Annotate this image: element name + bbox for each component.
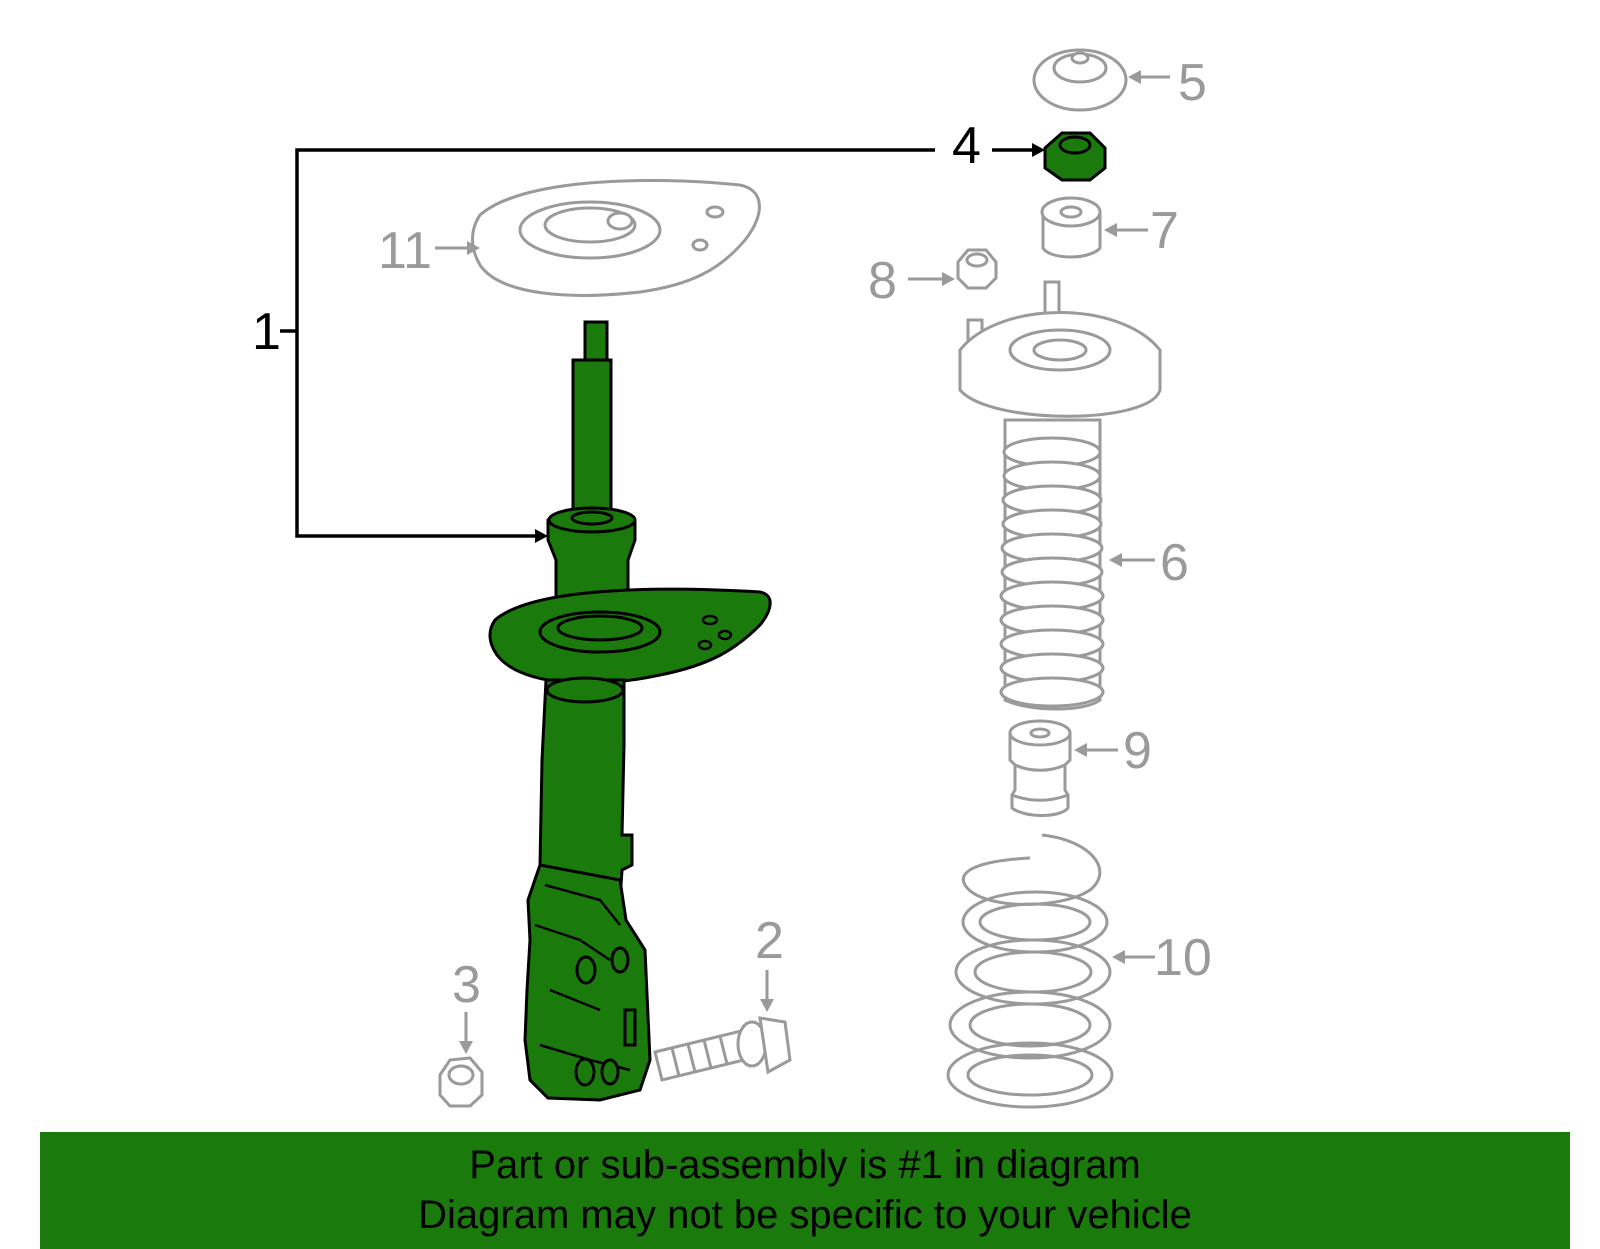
part-5-dust-cap[interactable] — [1032, 48, 1128, 112]
callout-4[interactable]: 4 — [952, 117, 981, 175]
part-10-coil-spring[interactable] — [946, 833, 1114, 1109]
part-6-strut-mount-bellows[interactable] — [958, 280, 1162, 711]
callout-11[interactable]: 11 — [378, 222, 432, 280]
callout-3[interactable]: 3 — [452, 956, 481, 1014]
callout-8[interactable]: 8 — [868, 252, 897, 310]
part-3-nut[interactable] — [438, 1056, 484, 1108]
part-4-nut[interactable] — [1043, 131, 1107, 182]
part-11-spring-insulator[interactable] — [471, 178, 761, 297]
leader-lines — [280, 70, 1170, 1054]
callout-2[interactable]: 2 — [755, 912, 784, 970]
callout-6[interactable]: 6 — [1160, 534, 1189, 592]
callout-labels: 1 2 3 4 5 6 7 8 9 10 11 — [252, 54, 1212, 1014]
callout-9[interactable]: 9 — [1123, 722, 1152, 780]
parts-diagram: 1 2 3 4 5 6 7 8 9 10 11 — [252, 48, 1212, 1109]
part-9-bump-stop[interactable] — [1008, 719, 1072, 817]
disclaimer-banner: Part or sub-assembly is #1 in diagram Di… — [40, 1132, 1570, 1249]
part-7-bushing[interactable] — [1040, 196, 1102, 259]
callout-1[interactable]: 1 — [252, 303, 281, 361]
callout-7[interactable]: 7 — [1150, 202, 1179, 260]
part-8-nut[interactable] — [956, 248, 998, 290]
callout-5[interactable]: 5 — [1178, 54, 1207, 112]
part-2-bolt[interactable] — [653, 1016, 792, 1082]
banner-line-1: Part or sub-assembly is #1 in diagram — [469, 1143, 1141, 1187]
part-1-strut-assembly[interactable] — [488, 320, 772, 1102]
callout-10[interactable]: 10 — [1154, 929, 1212, 987]
banner-line-2: Diagram may not be specific to your vehi… — [418, 1193, 1192, 1237]
